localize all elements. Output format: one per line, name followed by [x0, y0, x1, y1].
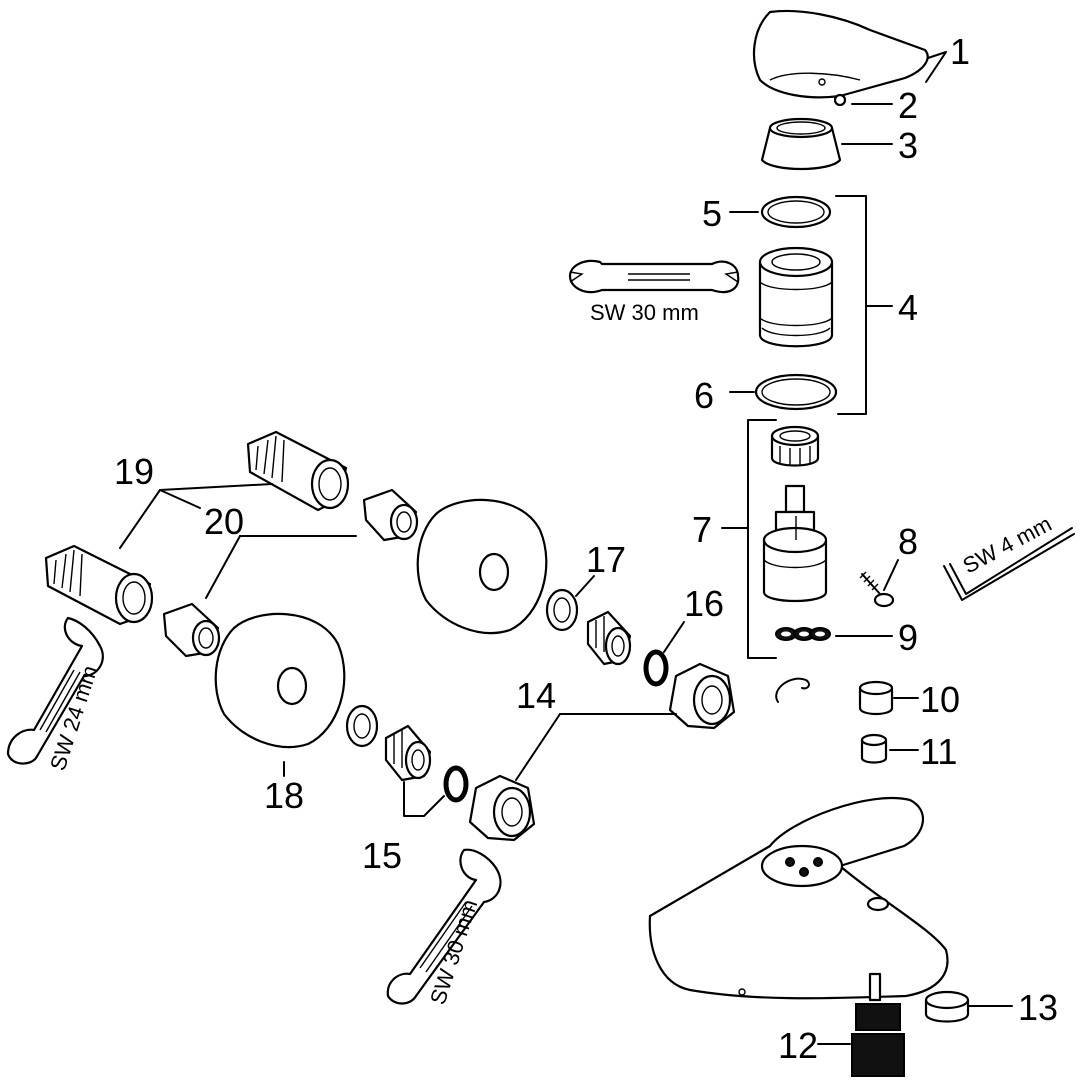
- part-4-sleeve: [758, 246, 834, 348]
- part-11-bushing: [860, 733, 919, 764]
- part-20-adapter-upper: [362, 488, 419, 542]
- part-7-cartridge: [762, 484, 828, 603]
- part-19-connector-upper: [246, 430, 350, 512]
- label-part-14: 14: [516, 675, 556, 716]
- label-part-20: 20: [204, 501, 244, 542]
- part-20-adapter-lower: [162, 602, 221, 658]
- part-14-nut-lower: [468, 774, 536, 842]
- label-part-16: 16: [684, 583, 724, 624]
- part-2-set-screw: [833, 93, 847, 107]
- mixer-body: [648, 796, 949, 1000]
- label-part-18: 18: [264, 775, 304, 816]
- part-18-escutcheon-lower: [214, 612, 346, 749]
- part-7-cartridge-nut: [770, 425, 820, 467]
- label-part-12: 12: [778, 1025, 818, 1066]
- escutcheon-upper: [416, 498, 548, 635]
- part-15-fitting-upper: [586, 610, 632, 666]
- part-15-fitting-lower: [384, 724, 432, 782]
- part-17-washer-lower: [345, 704, 379, 748]
- label-part-17: 17: [586, 539, 626, 580]
- label-part-4: 4: [898, 287, 918, 328]
- label-part-1: 1: [950, 31, 970, 72]
- part-10-cap: [858, 680, 919, 716]
- part-1-lever-handle: [753, 9, 929, 107]
- wrench-bottom-tool: [386, 848, 502, 1005]
- part-16-o-ring: [643, 649, 669, 687]
- label-part-9: 9: [898, 617, 918, 658]
- label-part-13: 13: [1018, 987, 1058, 1028]
- label-wrench-top: SW 30 mm: [590, 300, 699, 325]
- label-part-11: 11: [920, 731, 957, 772]
- part-17-washer: [545, 588, 579, 632]
- part-6-o-ring: [754, 373, 838, 411]
- label-part-15: 15: [362, 835, 402, 876]
- part-5-o-ring: [760, 195, 832, 229]
- label-part-19: 19: [114, 451, 154, 492]
- label-part-2: 2: [898, 85, 918, 126]
- part-14-nut-upper: [668, 662, 736, 730]
- part-9-seals: [775, 627, 893, 641]
- hex-key-tool: [943, 527, 1075, 601]
- wrench-top-tool: [568, 259, 740, 294]
- part-12-valve: [817, 972, 905, 1077]
- part-3-cover-cap: [760, 117, 842, 171]
- part-16-o-ring-lower: [443, 765, 469, 803]
- label-part-8: 8: [898, 521, 918, 562]
- part-19-connector-lower: [44, 544, 154, 626]
- leader-lines: [119, 51, 947, 817]
- label-part-5: 5: [702, 193, 722, 234]
- wrench-left-tool: [6, 616, 104, 765]
- label-part-3: 3: [898, 125, 918, 166]
- part-8-screw: [859, 559, 899, 608]
- label-part-6: 6: [694, 375, 714, 416]
- label-part-7: 7: [692, 509, 712, 550]
- part-13-ring: [924, 990, 1013, 1023]
- label-part-10: 10: [920, 679, 960, 720]
- retaining-clip: [775, 677, 810, 703]
